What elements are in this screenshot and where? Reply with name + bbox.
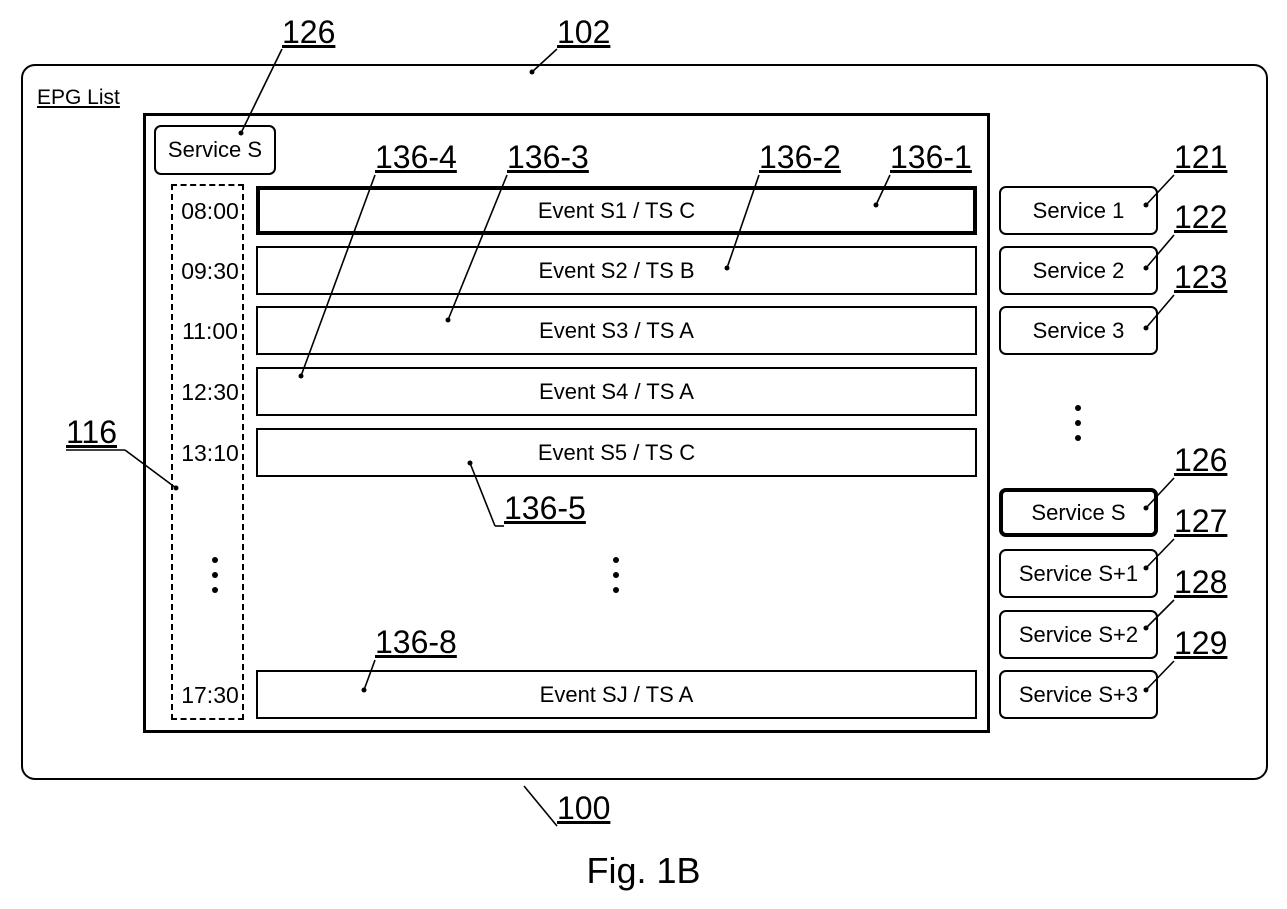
time-label: 13:10 (175, 440, 245, 467)
ref-numeral-128: 128 (1174, 564, 1227, 601)
service-button-s-plus-2[interactable]: Service S+2 (999, 610, 1158, 659)
service-button-s-plus-3[interactable]: Service S+3 (999, 670, 1158, 719)
ref-numeral-136-5: 136-5 (504, 490, 586, 527)
ref-numeral-136-1: 136-1 (890, 139, 972, 176)
service-button-s[interactable]: Service S (999, 488, 1158, 537)
ref-numeral-121: 121 (1174, 139, 1227, 176)
time-label: 12:30 (175, 379, 245, 406)
event-row-2[interactable]: Event S2 / TS B (256, 246, 977, 295)
ref-numeral-100: 100 (557, 790, 610, 827)
service-button-3[interactable]: Service 3 (999, 306, 1158, 355)
ref-numeral-116: 116 (66, 414, 117, 451)
service-button-2[interactable]: Service 2 (999, 246, 1158, 295)
event-row-1[interactable]: Event S1 / TS C (256, 186, 977, 235)
event-row-3[interactable]: Event S3 / TS A (256, 306, 977, 355)
time-label: 09:30 (175, 258, 245, 285)
ref-numeral-123: 123 (1174, 259, 1227, 296)
service-button-1[interactable]: Service 1 (999, 186, 1158, 235)
time-label: 08:00 (175, 198, 245, 225)
epg-list-title: EPG List (37, 86, 120, 110)
ref-numeral-136-4: 136-4 (375, 139, 457, 176)
ref-numeral-102: 102 (557, 14, 610, 51)
time-label: 11:00 (175, 318, 245, 345)
event-ellipsis-dots (612, 557, 620, 593)
time-label: 17:30 (175, 682, 245, 709)
ref-numeral-122: 122 (1174, 199, 1227, 236)
event-row-last[interactable]: Event SJ / TS A (256, 670, 977, 719)
ref-numeral-126-header: 126 (282, 14, 335, 51)
event-row-4[interactable]: Event S4 / TS A (256, 367, 977, 416)
ref-numeral-136-8: 136-8 (375, 624, 457, 661)
current-service-header: Service S (154, 125, 276, 175)
ref-numeral-129: 129 (1174, 625, 1227, 662)
service-button-s-plus-1[interactable]: Service S+1 (999, 549, 1158, 598)
service-ellipsis-dots (1074, 405, 1082, 441)
time-ellipsis-dots (211, 557, 219, 593)
ref-numeral-126: 126 (1174, 442, 1227, 479)
figure-caption: Fig. 1B (0, 850, 1287, 892)
event-row-5[interactable]: Event S5 / TS C (256, 428, 977, 477)
ref-numeral-127: 127 (1174, 503, 1227, 540)
ref-numeral-136-3: 136-3 (507, 139, 589, 176)
ref-numeral-136-2: 136-2 (759, 139, 841, 176)
